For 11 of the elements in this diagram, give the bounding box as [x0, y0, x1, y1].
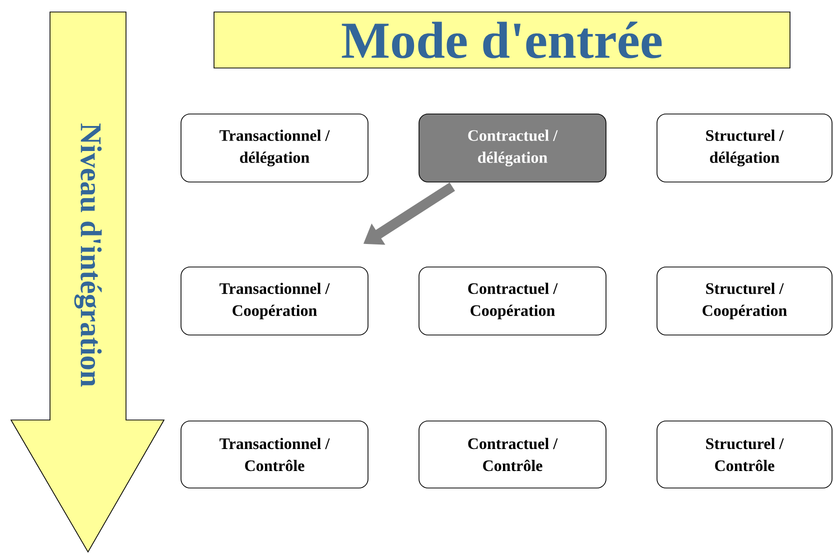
process-box: Structurel / Coopération [656, 266, 832, 336]
process-box: Structurel / Contrôle [656, 420, 832, 488]
process-box: Contractuel / Contrôle [418, 420, 606, 488]
axis-label: Niveau d'intégration [74, 123, 102, 387]
process-box: Structurel / délégation [656, 114, 832, 182]
process-box: Transactionnel / Coopération [180, 266, 368, 336]
process-box: Contractuel / délégation [418, 114, 606, 182]
process-box: Transactionnel / délégation [180, 114, 368, 182]
process-box: Transactionnel / Contrôle [180, 420, 368, 488]
process-box: Contractuel / Coopération [418, 266, 606, 336]
title-banner: Mode d'entrée [214, 12, 790, 68]
